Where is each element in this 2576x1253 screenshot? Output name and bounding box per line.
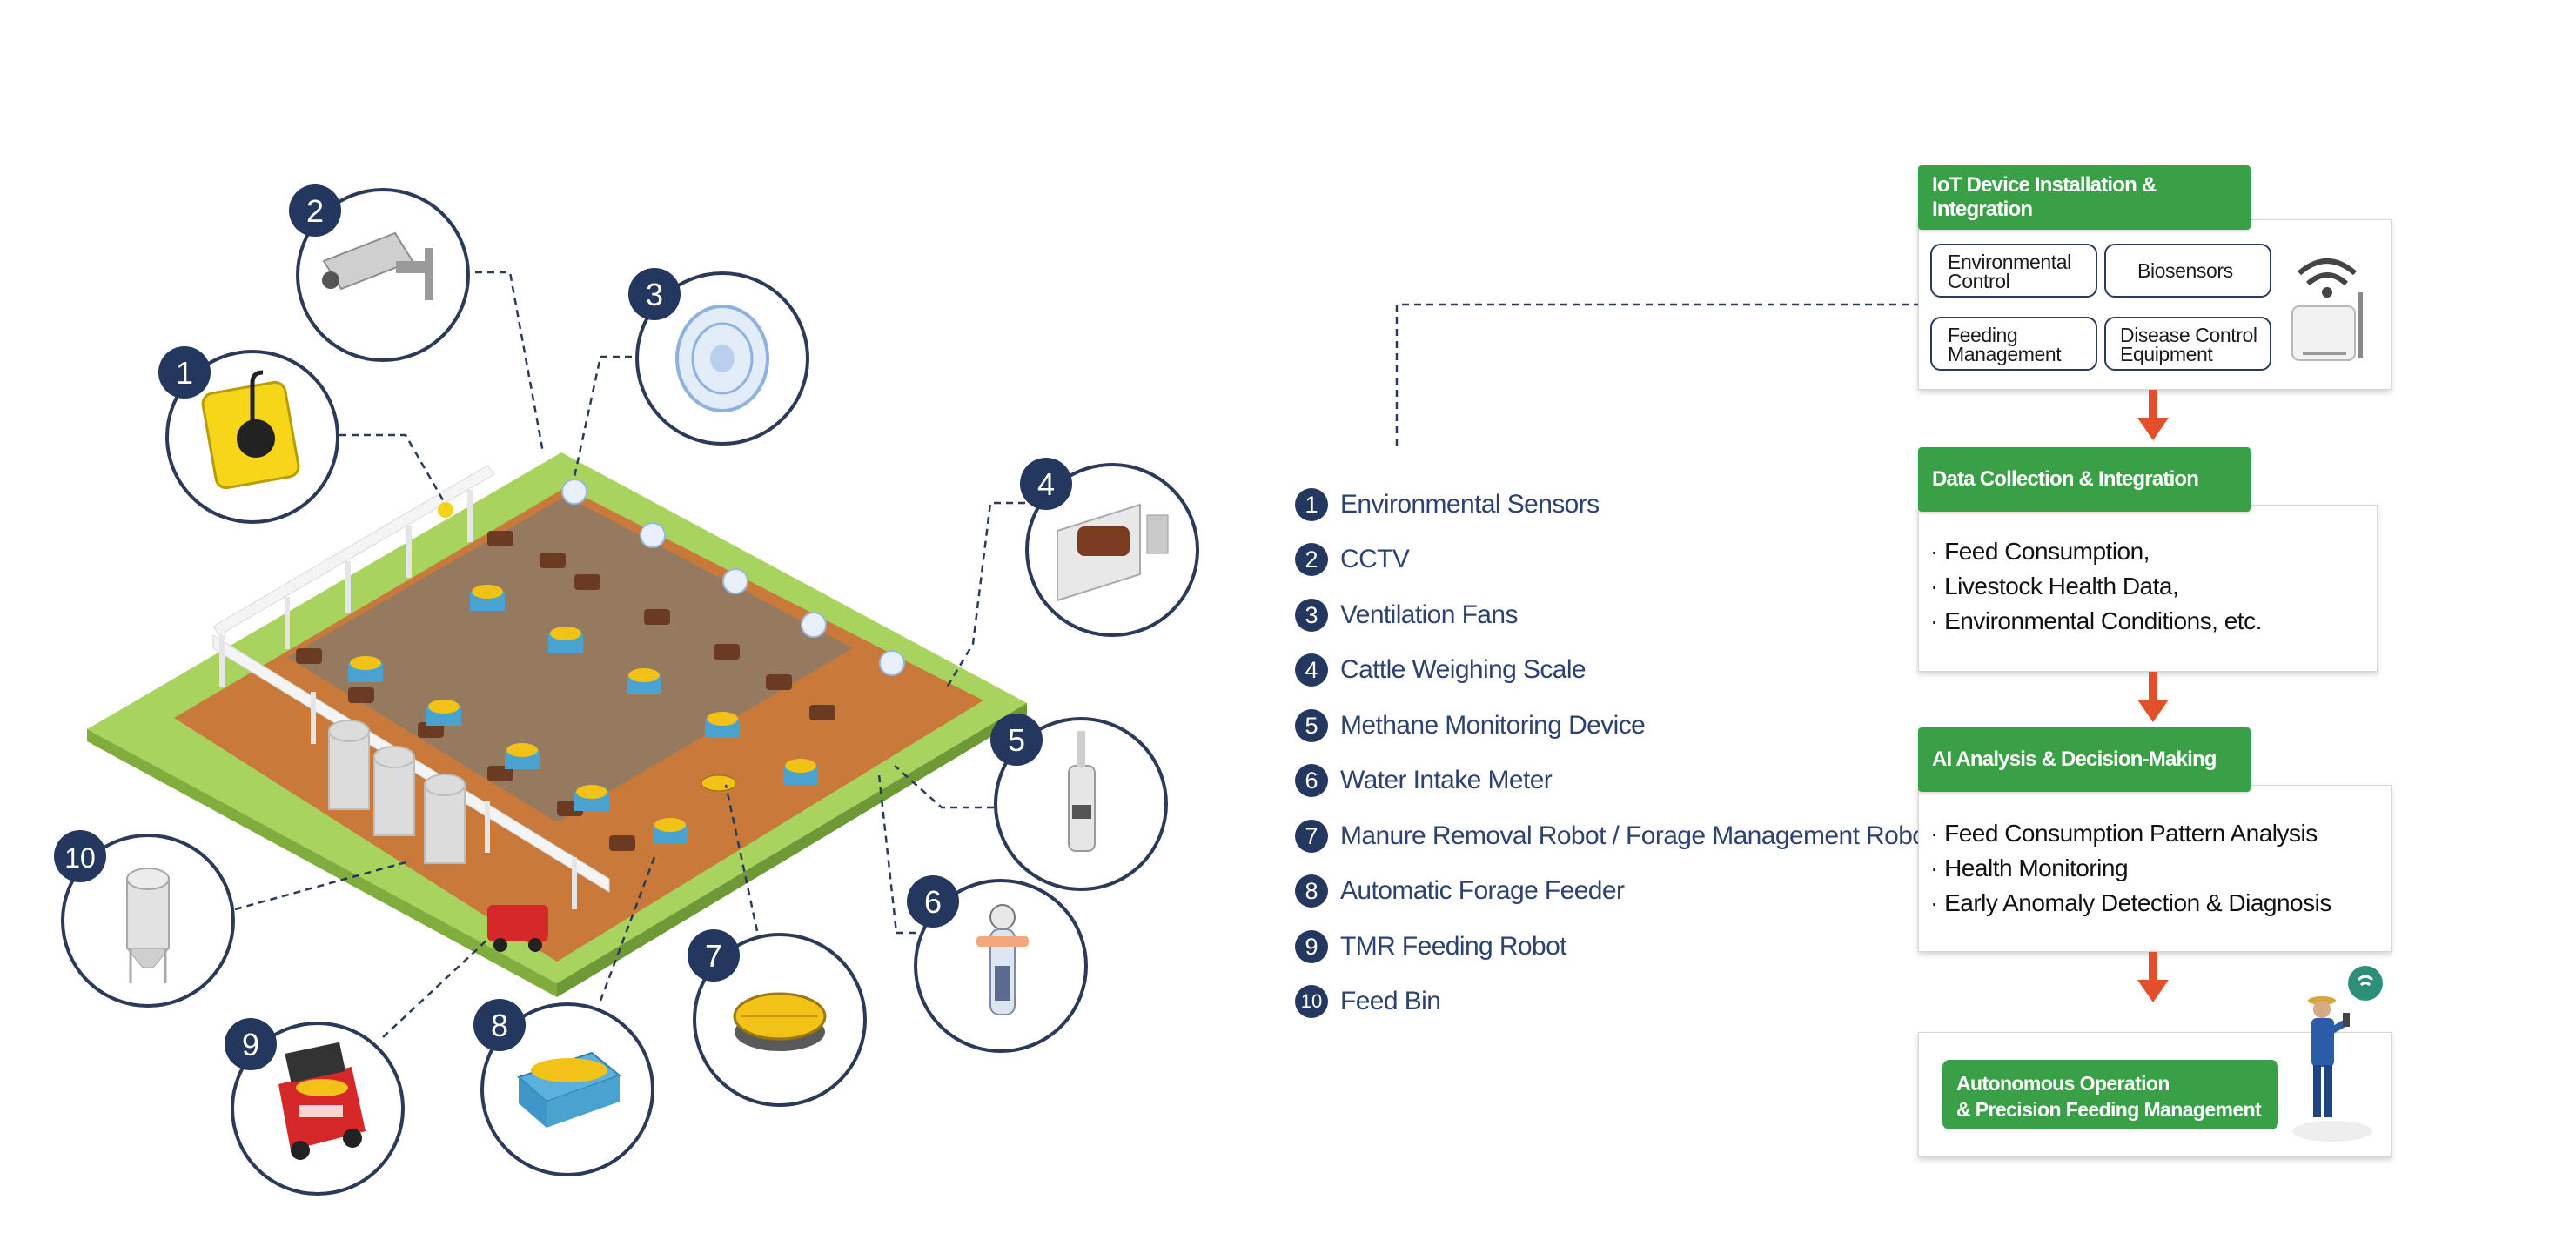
callout-label-10: 10 [64, 842, 96, 874]
legend-item: 10 Feed Bin [1295, 975, 1922, 1030]
disc-robot-icon [733, 992, 827, 1051]
bullet-item: · Feed Consumption, [1930, 538, 2150, 565]
methane-monitoring-device-icon [1068, 731, 1096, 852]
flow-arrow-2-icon [2137, 672, 2169, 722]
water-intake-meter-icon [976, 904, 1029, 1015]
legend-label: Cattle Weighing Scale [1340, 655, 1587, 685]
chip-line: Management [1948, 343, 2062, 365]
autonomous-line-2: & Precision Feeding Management [1956, 1098, 2262, 1121]
iot-step-title: IoT Device Installation & Integration [1918, 165, 2251, 230]
chip-line: Feeding [1948, 324, 2018, 346]
callout-circle-2 [296, 188, 470, 362]
back-wall-beam [212, 465, 495, 636]
chip-line: Disease Control [2120, 324, 2257, 346]
farmer-with-tablet-icon [2292, 966, 2383, 1142]
legend-item: 4 Cattle Weighing Scale [1295, 643, 1922, 699]
ventilation-fans-on-wall [561, 479, 905, 676]
legend-label: Ventilation Fans [1340, 600, 1518, 629]
callout-label-4: 4 [1037, 466, 1055, 502]
callout-label-1: 1 [176, 355, 193, 391]
data-collection-step-title: Data Collection & Integration [1918, 447, 2251, 512]
legend-number: 6 [1295, 764, 1328, 798]
bullet-item: · Feed Consumption Pattern Analysis [1930, 820, 2318, 847]
legend-item: 7 Manure Removal Robot / Forage Manageme… [1295, 808, 1934, 864]
environmental-sensor-icon [201, 370, 300, 490]
chip-environmental-control: Environmental Control [1930, 244, 2097, 298]
legend-label: Environmental Sensors [1340, 489, 1600, 519]
callout-label-7: 7 [705, 938, 722, 974]
chip-biosensors: Biosensors [2104, 244, 2271, 298]
legend-item: 9 TMR Feeding Robot [1295, 919, 1922, 975]
chip-line: Control [1948, 270, 2010, 292]
data-collection-bullets: · Feed Consumption, · Livestock Health D… [1930, 534, 2262, 639]
legend-number: 7 [1295, 819, 1328, 853]
tmr-robot-icon [278, 1042, 366, 1160]
legend-number: 3 [1295, 598, 1328, 632]
cctv-camera-icon [322, 231, 433, 300]
legend-label: Manure Removal Robot / Forage Management… [1340, 821, 1934, 850]
stalls-back [296, 531, 835, 851]
callout-label-6: 6 [924, 884, 942, 920]
legend-label: Feed Bin [1340, 987, 1441, 1016]
legend: 1 Environmental Sensors 2 CCTV 3 Ventila… [1295, 477, 1934, 1030]
tmr-robot-on-floor [487, 905, 548, 941]
chip-line: Biosensors [2137, 259, 2233, 282]
ventilation-fan-icon [675, 305, 769, 412]
legend-label: Automatic Forage Feeder [1340, 876, 1625, 906]
legend-item: 2 CCTV [1295, 533, 1922, 588]
forage-feeder-icon [517, 1051, 622, 1128]
chip-line: Environmental [1948, 251, 2071, 273]
barn-illustration: 1 2 3 4 5 6 7 8 9 10 [54, 184, 1199, 1196]
legend-label: CCTV [1340, 545, 1410, 574]
ai-analysis-step-title: AI Analysis & Decision-Making [1918, 727, 2251, 792]
legend-item: 6 Water Intake Meter [1295, 754, 1922, 809]
router-wifi-icon [2291, 258, 2363, 361]
callout-label-9: 9 [242, 1027, 259, 1062]
chip-disease-control-equipment: Disease Control Equipment [2104, 317, 2271, 371]
bullet-item: · Environmental Conditions, etc. [1930, 607, 2262, 634]
legend-number: 4 [1295, 653, 1328, 687]
callout-label-5: 5 [1008, 722, 1025, 758]
autonomous-operation-label: Autonomous Operation & Precision Feeding… [1942, 1060, 2278, 1129]
legend-number: 9 [1295, 929, 1328, 963]
chip-line: Equipment [2120, 343, 2213, 365]
legend-item: 8 Automatic Forage Feeder [1295, 864, 1922, 920]
callout-badges [54, 184, 1072, 1070]
legend-number: 5 [1295, 708, 1328, 742]
bullet-item: · Livestock Health Data, [1930, 573, 2179, 600]
legend-label: Water Intake Meter [1340, 766, 1553, 795]
ai-analysis-bullets: · Feed Consumption Pattern Analysis · He… [1930, 816, 2331, 921]
cattle-weighing-scale-icon [1057, 503, 1169, 602]
legend-number: 8 [1295, 874, 1328, 908]
legend-item: 5 Methane Monitoring Device [1295, 698, 1922, 754]
legend-label: TMR Feeding Robot [1340, 931, 1567, 961]
callout-label-8: 8 [491, 1008, 508, 1043]
bullet-item: · Early Anomaly Detection & Diagnosis [1930, 889, 2331, 916]
autonomous-line-1: Autonomous Operation [1956, 1072, 2170, 1095]
legend-number: 2 [1295, 543, 1328, 577]
legend-number: 1 [1295, 487, 1328, 521]
feeders [348, 585, 818, 844]
legend-number: 10 [1295, 985, 1328, 1019]
callout-label-3: 3 [646, 277, 663, 312]
silos-on-barn [328, 720, 466, 864]
flow-arrow-3-icon [2137, 952, 2169, 1002]
callout-label-2: 2 [306, 193, 324, 229]
chip-feeding-management: Feeding Management [1930, 317, 2097, 371]
data-collection-panel [1918, 505, 2378, 672]
legend-item: 1 Environmental Sensors [1295, 477, 1922, 533]
legend-label: Methane Monitoring Device [1340, 710, 1646, 740]
flow-arrow-1-icon [2137, 390, 2169, 440]
legend-item: 3 Ventilation Fans [1295, 587, 1922, 643]
bullet-item: · Health Monitoring [1930, 854, 2129, 881]
feed-bin-silo-icon [125, 868, 171, 983]
